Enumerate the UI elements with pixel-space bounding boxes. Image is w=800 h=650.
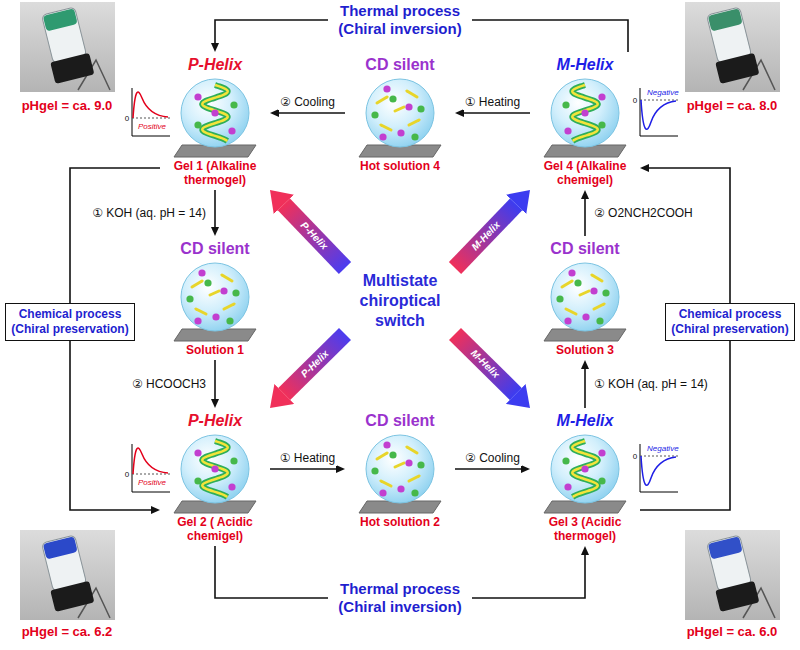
chirality-heading: M-Helix xyxy=(532,55,638,75)
chirality-heading: CD silent xyxy=(347,55,453,75)
step-label: ② HCOOCH3 xyxy=(130,377,208,392)
process-label: Thermal process (Chiral inversion) xyxy=(328,580,472,616)
step-label: ① Heating xyxy=(463,95,522,110)
process-arrow xyxy=(214,190,216,227)
state-sphere-art xyxy=(532,75,638,159)
state-node: M-HelixGel 4 (Alkaline chemigel) xyxy=(530,52,640,190)
process-arrow xyxy=(584,199,586,236)
cd-plot xyxy=(132,88,170,136)
state-sphere-art xyxy=(347,431,453,515)
step-label: ② Cooling xyxy=(463,451,522,466)
cd-sign: Positive xyxy=(138,122,166,131)
state-sphere-art xyxy=(532,259,638,343)
switch-title: Multistate chiroptical switch xyxy=(347,271,453,331)
ph-label: pHgel = ca. 6.2 xyxy=(22,624,113,640)
helix-arrow xyxy=(284,204,345,268)
helix-label: M-Helix xyxy=(469,347,503,381)
process-arrow xyxy=(455,468,521,470)
axis-zero: 0 xyxy=(633,452,637,461)
process-arrow xyxy=(279,112,345,114)
state-caption: Solution 1 xyxy=(162,343,268,357)
helix-arrow xyxy=(455,204,516,268)
cd-sign: Negative xyxy=(647,88,679,97)
state-caption: Hot solution 4 xyxy=(347,159,453,173)
ph-label: pHgel = ca. 9.0 xyxy=(22,98,113,114)
process-arrow xyxy=(464,112,530,114)
state-node: CD silentHot solution 4 xyxy=(345,52,455,176)
chirality-heading: P-Helix xyxy=(162,55,268,75)
vial-photo xyxy=(20,2,115,92)
chirality-heading: CD silent xyxy=(532,239,638,259)
process-label: Chemical process (Chiral preservation) xyxy=(5,303,135,341)
state-node: CD silentSolution 3 xyxy=(530,236,640,360)
axis-zero: 0 xyxy=(125,114,129,123)
state-sphere-art xyxy=(162,431,268,515)
ph-label: pHgel = ca. 8.0 xyxy=(687,98,778,114)
axis-zero: 0 xyxy=(633,96,637,105)
state-caption: Hot solution 2 xyxy=(347,515,453,529)
step-label: ① KOH (aq. pH = 14) xyxy=(90,206,208,221)
state-sphere-art xyxy=(162,75,268,159)
process-arrow xyxy=(270,468,336,470)
process-arrow xyxy=(214,360,216,399)
state-sphere-art xyxy=(162,259,268,343)
state-node: CD silentSolution 1 xyxy=(160,236,270,360)
state-node: CD silentHot solution 2 xyxy=(345,408,455,532)
chirality-heading: CD silent xyxy=(162,239,268,259)
cd-plot xyxy=(640,444,678,492)
chirality-heading: P-Helix xyxy=(162,411,268,431)
vial-photo xyxy=(20,530,115,620)
vial-photo xyxy=(685,2,780,92)
state-node: P-HelixGel 1 (Alkaline thermogel) xyxy=(160,52,270,190)
cd-plot xyxy=(640,88,678,136)
state-caption: Gel 3 (Acidic thermogel) xyxy=(532,515,638,543)
process-arrow xyxy=(584,369,586,408)
cd-plot xyxy=(132,444,170,492)
step-label: ② O2NCH2COOH xyxy=(592,206,695,221)
state-caption: Gel 2 ( Acidic chemigel) xyxy=(162,515,268,543)
state-node: P-HelixGel 2 ( Acidic chemigel) xyxy=(160,408,270,546)
process-label: Chemical process (Chiral preservation) xyxy=(665,303,795,341)
process-label: Thermal process (Chiral inversion) xyxy=(328,2,472,38)
step-label: ② Cooling xyxy=(278,95,337,110)
center-title-box: Multistate chiroptical switch xyxy=(345,268,455,334)
state-caption: Gel 4 (Alkaline chemigel) xyxy=(532,159,638,187)
axis-zero: 0 xyxy=(125,470,129,479)
helix-label: P-Helix xyxy=(298,220,330,253)
ph-label: pHgel = ca. 6.0 xyxy=(687,624,778,640)
step-label: ① Heating xyxy=(278,451,337,466)
chirality-heading: M-Helix xyxy=(532,411,638,431)
step-label: ① KOH (aq. pH = 14) xyxy=(592,377,710,392)
helix-label: P-Helix xyxy=(298,348,331,380)
state-sphere-art xyxy=(532,431,638,515)
state-caption: Gel 1 (Alkaline thermogel) xyxy=(162,159,268,187)
chirality-heading: CD silent xyxy=(347,411,453,431)
helix-arrow xyxy=(455,334,516,394)
cd-sign: Positive xyxy=(138,478,166,487)
helix-label: M-Helix xyxy=(469,219,502,253)
state-node: M-HelixGel 3 (Acidic thermogel) xyxy=(530,408,640,546)
cd-sign: Negative xyxy=(647,444,679,453)
state-caption: Solution 3 xyxy=(532,343,638,357)
helix-arrow xyxy=(284,334,345,394)
vial-photo xyxy=(685,530,780,620)
state-sphere-art xyxy=(347,75,453,159)
